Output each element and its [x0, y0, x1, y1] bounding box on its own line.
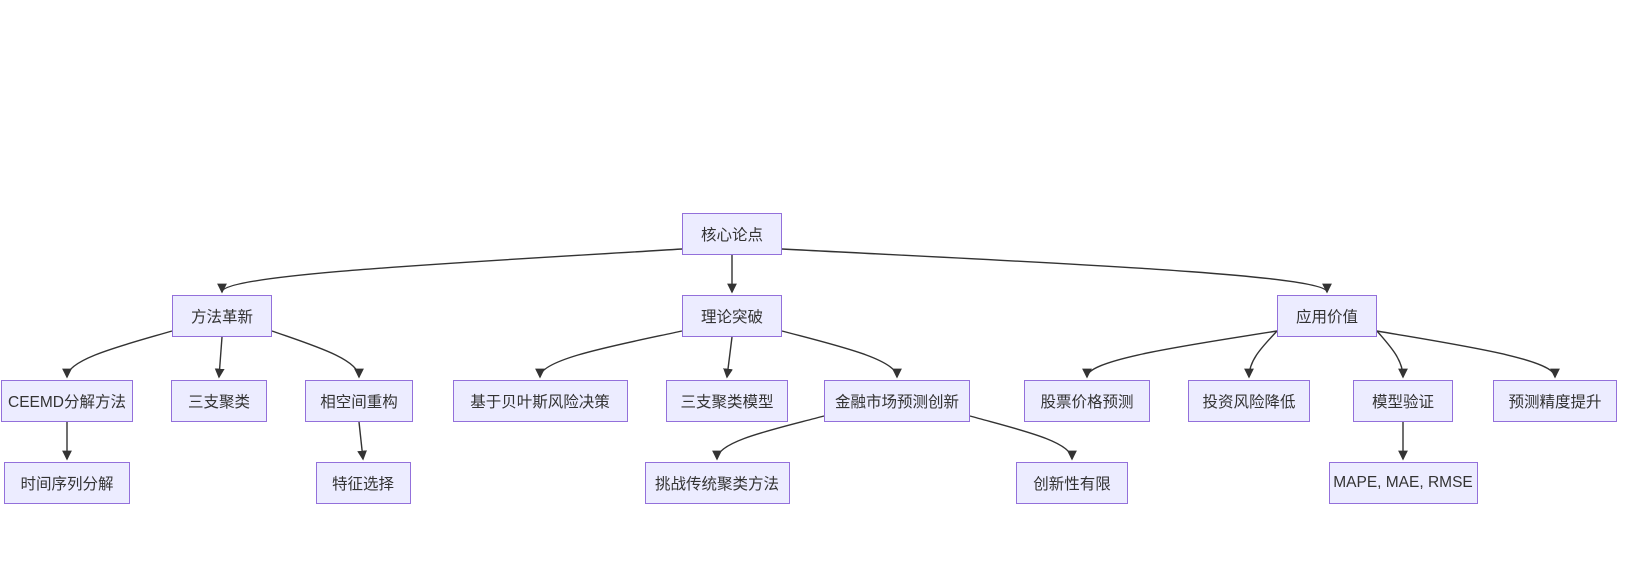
- edge-application-to-risk: [1244, 330, 1278, 379]
- edge-application-to-stock: [1082, 330, 1278, 379]
- edge-application-to-validation: [1376, 330, 1408, 379]
- node-ceemd: CEEMD分解方法: [1, 380, 133, 422]
- edge-finance-to-limited: [969, 415, 1077, 461]
- edge-theory-to-three_model: [723, 336, 733, 379]
- edge-method-to-three_way: [214, 336, 225, 379]
- node-limited: 创新性有限: [1016, 462, 1128, 504]
- edge-core-to-method: [217, 248, 683, 294]
- node-accuracy: 预测精度提升: [1493, 380, 1617, 422]
- edge-phase_space-to-feature: [357, 421, 367, 461]
- node-metrics: MAPE, MAE, RMSE: [1328, 462, 1478, 504]
- edge-theory-to-finance: [781, 330, 902, 379]
- node-stock: 股票价格预测: [1024, 380, 1150, 422]
- edge-method-to-ceemd: [62, 330, 173, 379]
- node-timeseries: 时间序列分解: [4, 462, 130, 504]
- edge-theory-to-bayes: [535, 330, 683, 379]
- edge-finance-to-challenge: [712, 415, 825, 461]
- node-phase-space: 相空间重构: [305, 380, 413, 422]
- node-finance: 金融市场预测创新: [824, 380, 970, 422]
- node-theory: 理论突破: [682, 295, 782, 337]
- node-three-way: 三支聚类: [171, 380, 267, 422]
- node-feature: 特征选择: [315, 462, 411, 504]
- node-validation: 模型验证: [1353, 380, 1453, 422]
- node-method: 方法革新: [172, 295, 272, 337]
- node-core: 核心论点: [682, 213, 782, 255]
- node-risk: 投资风险降低: [1188, 380, 1310, 422]
- node-three-model: 三支聚类模型: [666, 380, 788, 422]
- node-challenge: 挑战传统聚类方法: [644, 462, 790, 504]
- node-bayes: 基于贝叶斯风险决策: [452, 380, 628, 422]
- edge-core-to-application: [781, 248, 1332, 294]
- edge-application-to-accuracy: [1376, 330, 1560, 379]
- edge-method-to-phase_space: [271, 330, 364, 379]
- node-application: 应用价值: [1277, 295, 1377, 337]
